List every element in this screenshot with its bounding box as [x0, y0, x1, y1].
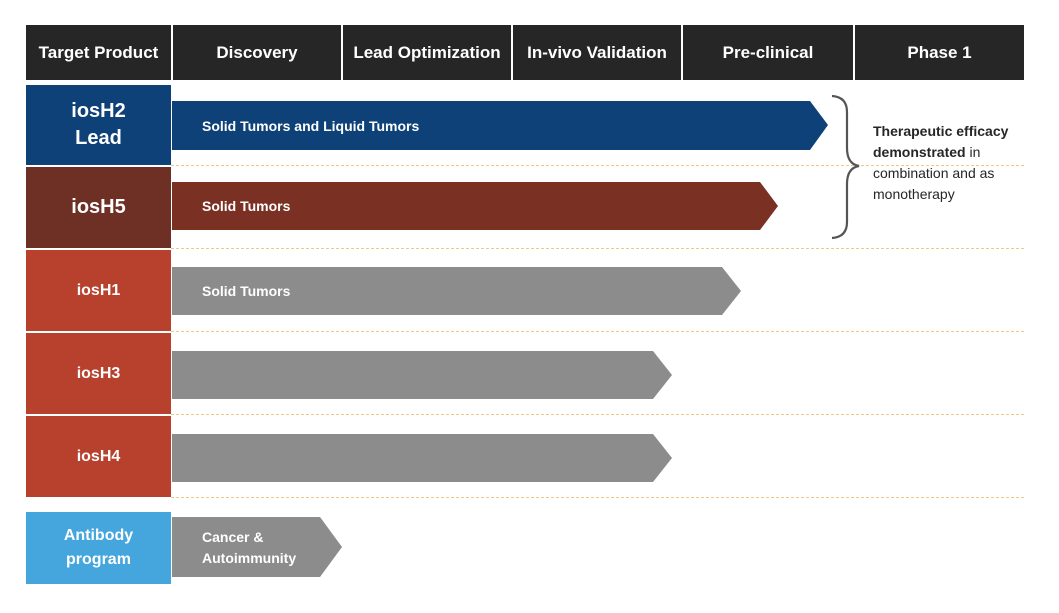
antibody-label-line1: Antibody — [63, 527, 134, 544]
row-label-iosh4: iosH4 — [26, 416, 171, 497]
curly-brace — [831, 94, 860, 240]
efficacy-annotation: Therapeutic efficacy demonstrated in com… — [873, 121, 1023, 205]
row-label-iosh3-name: iosH3 — [76, 364, 121, 382]
row-label-iosh1: iosH1 — [26, 250, 171, 331]
arrow-label-antibody: Cancer & Autoimmunity — [202, 527, 296, 569]
row-label-iosh2-name: iosH2 — [71, 100, 126, 122]
annotation-bold: Therapeutic efficacy demonstrated — [873, 123, 1009, 160]
row-label-antibody-program: Antibody program — [26, 512, 171, 584]
progress-arrow-iosh1 — [172, 267, 741, 315]
progress-arrow-iosh3 — [172, 351, 672, 399]
progress-arrow-antibody — [172, 517, 342, 577]
row-label-iosh4-name: iosH4 — [76, 447, 121, 465]
header-pre-clinical: Pre-clinical — [681, 25, 853, 80]
row-separator — [171, 165, 1024, 166]
annotation-text: in combination and as monotherapy — [873, 144, 995, 202]
progress-arrow-iosh5 — [172, 182, 778, 230]
progress-arrow-iosh4 — [172, 434, 672, 482]
header-target-product: Target Product — [26, 25, 171, 80]
progress-arrow-iosh2 — [172, 101, 828, 150]
row-separator — [171, 248, 1024, 249]
row-label-iosh1-name: iosH1 — [76, 281, 121, 299]
row-label-iosh5: iosH5 — [26, 167, 171, 248]
antibody-label-line2: program — [66, 551, 131, 568]
header-in-vivo-validation: In-vivo Validation — [511, 25, 681, 80]
row-separator — [171, 331, 1024, 332]
row-label-iosh2: iosH2 Lead — [26, 85, 171, 165]
arrow-label-iosh2: Solid Tumors and Liquid Tumors — [202, 118, 420, 134]
header-lead-optimization: Lead Optimization — [341, 25, 511, 80]
header-discovery: Discovery — [171, 25, 341, 80]
row-label-iosh2-tag: Lead — [75, 127, 122, 149]
row-separator — [171, 414, 1024, 415]
row-separator — [171, 497, 1024, 498]
row-label-iosh5-name: iosH5 — [71, 196, 126, 218]
row-label-iosh3: iosH3 — [26, 333, 171, 414]
header-phase-1: Phase 1 — [853, 25, 1024, 80]
arrow-label-iosh5: Solid Tumors — [202, 198, 291, 214]
arrow-label-antibody-line2: Autoimmunity — [202, 550, 297, 566]
arrow-label-antibody-line1: Cancer & — [202, 529, 264, 545]
arrow-label-iosh1: Solid Tumors — [202, 283, 291, 299]
phase-header-row: Target Product Discovery Lead Optimizati… — [26, 25, 1024, 80]
